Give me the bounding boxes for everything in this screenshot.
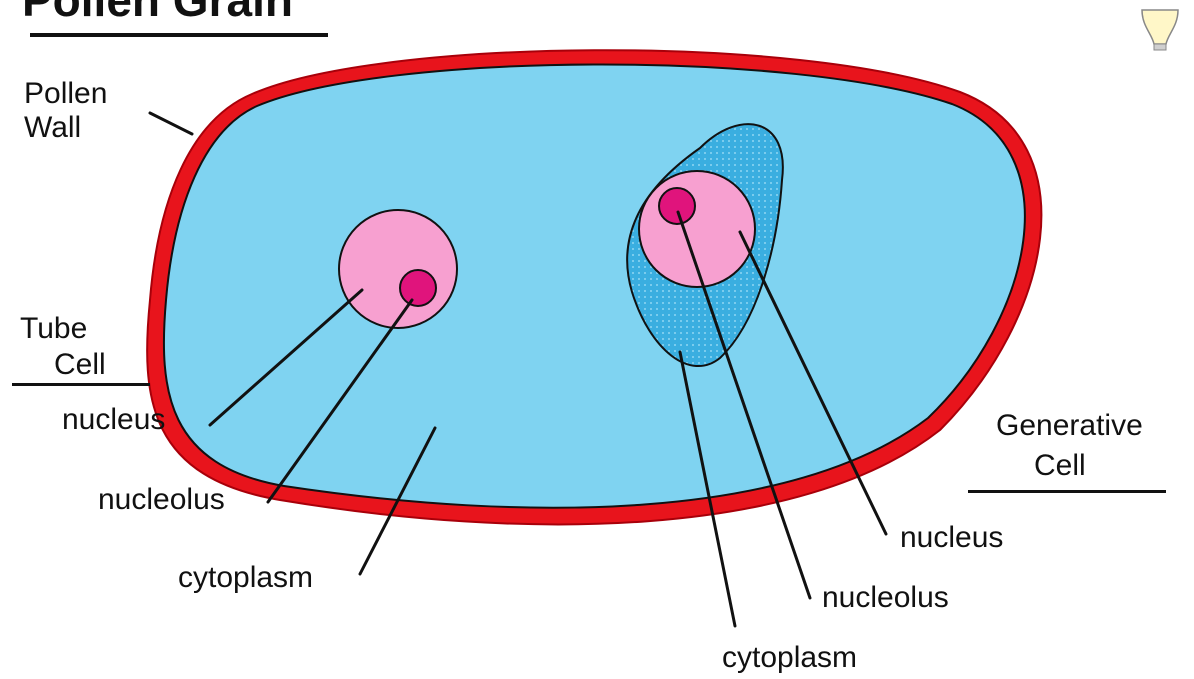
tube-cytoplasm-label: cytoplasm [178,562,313,594]
generative-cell-heading-line1: Generative [996,410,1143,442]
generative-nucleolus [659,188,695,224]
tube-cell-heading-line1: Tube [20,313,87,345]
gen-nucleus-label: nucleus [900,522,1003,554]
tube-nucleus [339,210,457,328]
generative-cell-underline [968,490,1166,493]
tube-nucleolus-label: nucleolus [98,484,225,516]
tube-nucleolus [400,270,436,306]
tube-cell-heading-line2: Cell [54,349,106,381]
pollen-wall-label-line2: Wall [24,112,81,144]
lightbulb-icon [1142,10,1178,50]
title-underline [30,33,328,37]
gen-nucleolus-label: nucleolus [822,582,949,614]
generative-cell-heading-line2: Cell [1034,450,1086,482]
diagram-title: Pollen Grain [22,0,293,26]
tube-nucleus-label: nucleus [62,404,165,436]
tube-cell-underline [12,383,150,386]
pollen-wall-leader [150,113,192,134]
pollen-wall-label-line1: Pollen [24,78,107,110]
gen-cytoplasm-label: cytoplasm [722,642,857,674]
